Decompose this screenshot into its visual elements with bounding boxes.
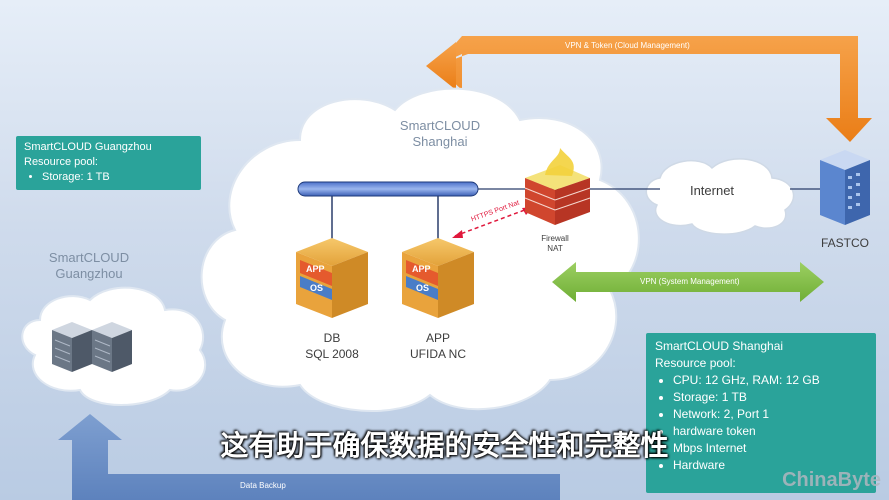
guangzhou-panel-list: Storage: 1 TB <box>24 170 193 185</box>
vpn-system-label: VPN (System Management) <box>640 277 740 286</box>
db-vm-label: DB SQL 2008 <box>305 331 359 361</box>
fastco-building-icon <box>820 150 870 225</box>
vpn-token-label: VPN & Token (Cloud Management) <box>565 41 690 50</box>
vpn-system-arrow <box>552 262 824 302</box>
db-vm-cube <box>296 238 368 318</box>
internet-cloud-shape <box>645 158 795 235</box>
data-backup-arrow <box>58 414 560 500</box>
video-subtitle: 这有助于确保数据的安全性和完整性 <box>220 430 669 461</box>
shanghai-panel-item: Mbps Internet <box>673 440 867 457</box>
network-bar <box>297 181 479 197</box>
shanghai-panel-item: hardware token <box>673 423 867 440</box>
shanghai-panel-subtitle: Resource pool: <box>655 356 736 370</box>
app-app-badge: APP <box>412 264 431 274</box>
app-vm-cube <box>402 238 474 318</box>
fastco-label: FASTCO <box>820 236 869 250</box>
shanghai-resource-panel: SmartCLOUD Shanghai Resource pool: CPU: … <box>646 333 876 493</box>
shanghai-panel-item: Hardware <box>673 457 867 474</box>
data-backup-label: Data Backup <box>240 481 286 490</box>
db-app-badge: APP <box>306 264 325 274</box>
shanghai-panel-item: CPU: 12 GHz, RAM: 12 GB <box>673 372 867 389</box>
guangzhou-cloud-title: SmartCLOUD Guangzhou <box>48 250 130 281</box>
guangzhou-panel-title: SmartCLOUD Guangzhou <box>24 141 152 153</box>
guangzhou-panel-item: Storage: 1 TB <box>42 170 193 185</box>
shanghai-panel-list: CPU: 12 GHz, RAM: 12 GB Storage: 1 TB Ne… <box>655 372 867 474</box>
app-os-badge: OS <box>416 283 430 293</box>
vpn-token-arrowhead <box>426 42 456 90</box>
server-icon-2 <box>92 322 132 372</box>
db-os-badge: OS <box>310 283 324 293</box>
watermark-logo: ChinaByte <box>782 469 881 491</box>
vpn-token-arrow <box>436 36 872 142</box>
firewall-label: Firewall NAT <box>541 234 569 253</box>
app-vm-label: APP UFIDA NC <box>409 331 466 361</box>
firewall-icon <box>524 148 591 225</box>
server-icon-1 <box>52 322 92 372</box>
guangzhou-panel-subtitle: Resource pool: <box>24 156 98 168</box>
shanghai-cloud-title: SmartCLOUD Shanghai <box>399 118 481 149</box>
guangzhou-resource-panel: SmartCLOUD Guangzhou Resource pool: Stor… <box>16 136 201 190</box>
https-arrowhead-left <box>452 230 463 238</box>
https-arrow <box>454 207 531 237</box>
shanghai-panel-title: SmartCLOUD Shanghai <box>655 339 784 353</box>
shanghai-panel-item: Network: 2, Port 1 <box>673 406 867 423</box>
internet-label: Internet <box>689 183 735 198</box>
shanghai-panel-item: Storage: 1 TB <box>673 389 867 406</box>
